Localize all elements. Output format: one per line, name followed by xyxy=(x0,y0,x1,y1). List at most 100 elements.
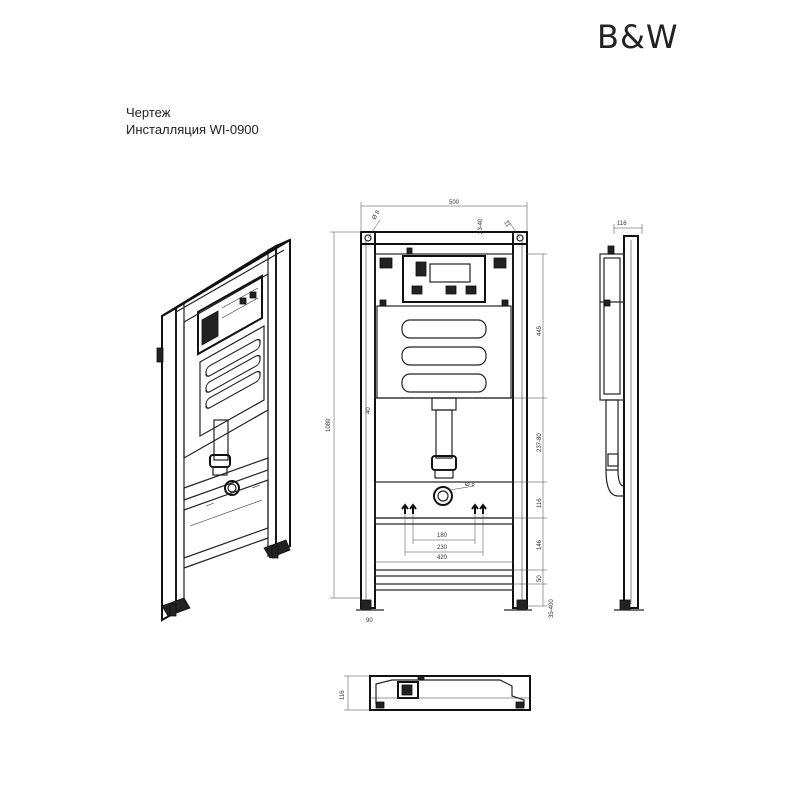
front-latch-left xyxy=(379,299,387,307)
iso-cistern-slot-1 xyxy=(205,338,261,377)
side-pipe-bend xyxy=(605,469,624,497)
iso-drain-opening xyxy=(224,480,240,496)
front-top-connector xyxy=(406,247,413,255)
front-lower-rail xyxy=(374,517,514,525)
side-cistern-inner xyxy=(603,257,621,395)
iso-control-box xyxy=(197,274,263,356)
dim-left-40: 40 xyxy=(366,407,372,414)
top-frame-inner xyxy=(375,679,525,706)
dim-section-237: 237-80 xyxy=(537,433,543,452)
front-pipe-end xyxy=(434,469,454,479)
iso-bolt-mark xyxy=(205,502,215,507)
front-bracket-right xyxy=(493,257,507,269)
iso-control-line-2 xyxy=(221,297,259,319)
dim-section-116: 116 xyxy=(537,498,543,508)
dim-span-230: 230 xyxy=(437,545,448,551)
drawing-title: Чертеж Инсталляция WI-0900 xyxy=(126,104,259,138)
front-foot-right xyxy=(516,599,528,611)
side-flush-pipe xyxy=(605,399,619,471)
dim-foot-adjust: 35-400 xyxy=(549,599,555,618)
front-right-upright xyxy=(512,231,528,609)
front-top-beam xyxy=(360,231,528,245)
front-cistern-slot-2 xyxy=(401,346,487,366)
iso-bottom-frame xyxy=(183,479,269,559)
top-bracket-left xyxy=(375,701,385,709)
iso-top-beam xyxy=(161,239,291,317)
dim-corner-left: Ø 8 xyxy=(372,209,382,221)
iso-lower-beam xyxy=(183,457,269,501)
side-top-connector xyxy=(607,245,615,255)
iso-top-beam-edge xyxy=(175,249,285,313)
front-stud-2 xyxy=(409,503,417,514)
iso-control-knob xyxy=(239,297,247,305)
top-frame xyxy=(369,675,531,711)
iso-cistern-slot-3 xyxy=(205,370,261,409)
dim-side-depth: 116 xyxy=(617,221,627,227)
front-control-box xyxy=(402,255,486,303)
top-view: 116 xyxy=(340,675,531,711)
title-line-model: Инсталляция WI-0900 xyxy=(126,122,259,137)
front-control-button-2 xyxy=(445,285,457,295)
iso-foot-left-bolt xyxy=(169,603,177,617)
front-stud-1 xyxy=(401,503,409,514)
dim-height-1080: 1080 xyxy=(326,418,332,432)
front-drain-inner xyxy=(437,490,449,502)
iso-foot-right-bolt xyxy=(271,545,279,559)
iso-drain-inner xyxy=(227,483,237,493)
dim-span-420: 420 xyxy=(437,555,448,561)
isometric-view xyxy=(156,238,291,622)
side-view: 116 xyxy=(599,221,644,611)
dim-leader-pipe xyxy=(449,485,475,491)
dim-leader-left xyxy=(367,219,381,239)
iso-pipe-coupling xyxy=(209,454,231,468)
front-left-upright xyxy=(360,231,376,609)
iso-control-knob-2 xyxy=(249,291,257,299)
iso-side-bracket xyxy=(156,347,164,363)
front-control-window xyxy=(429,263,471,283)
front-latch-right xyxy=(501,299,509,307)
side-pipe-bend-inner xyxy=(617,469,625,487)
front-foot-rail xyxy=(374,583,514,591)
iso-right-upright-side xyxy=(267,245,277,557)
dim-width-500: 500 xyxy=(449,200,460,206)
top-connector xyxy=(417,675,425,681)
side-upright xyxy=(623,235,639,609)
iso-bottom-rail xyxy=(183,537,269,569)
front-cistern-slot-1 xyxy=(401,319,487,339)
front-base-rail xyxy=(374,569,514,577)
front-bracket-left xyxy=(379,257,393,269)
side-pipe-coupling xyxy=(607,453,619,467)
iso-right-upright xyxy=(275,238,291,554)
top-control-module xyxy=(401,684,413,696)
front-cistern-slot-3 xyxy=(401,373,487,393)
title-line-drawing: Чертеж xyxy=(126,105,171,120)
iso-left-upright xyxy=(161,306,177,622)
iso-cistern-panel xyxy=(199,324,265,438)
iso-cistern-slot-2 xyxy=(205,354,261,393)
front-control-button-3 xyxy=(465,285,477,295)
front-stud-3 xyxy=(471,503,479,514)
dim-section-445: 445 xyxy=(537,325,543,336)
front-top-hole-right xyxy=(516,234,524,242)
dim-foot-90: 90 xyxy=(366,618,373,624)
dim-span-180: 180 xyxy=(437,533,448,539)
front-cistern-outline xyxy=(374,253,514,399)
front-top-hole-left xyxy=(364,234,372,242)
iso-tank-panel xyxy=(183,272,269,460)
top-bracket-right xyxy=(515,701,525,709)
side-foot xyxy=(619,599,631,611)
front-flush-pipe xyxy=(435,409,453,459)
iso-left-upright-side xyxy=(175,303,185,613)
dim-leader-right xyxy=(507,219,521,239)
front-pipe-collar xyxy=(431,397,457,411)
front-view xyxy=(356,231,532,611)
side-latch xyxy=(603,299,611,307)
brand-logo: B&W xyxy=(597,18,679,56)
front-foot-left xyxy=(360,599,372,611)
iso-flush-pipe xyxy=(213,419,229,461)
iso-bottom-detail xyxy=(189,499,263,527)
front-dimensions: 500 Ø 8 11 23-40 1080 40 445 237-80 116 … xyxy=(326,200,555,624)
dim-corner-right: 11 xyxy=(502,220,511,229)
front-control-button-1 xyxy=(411,285,423,295)
